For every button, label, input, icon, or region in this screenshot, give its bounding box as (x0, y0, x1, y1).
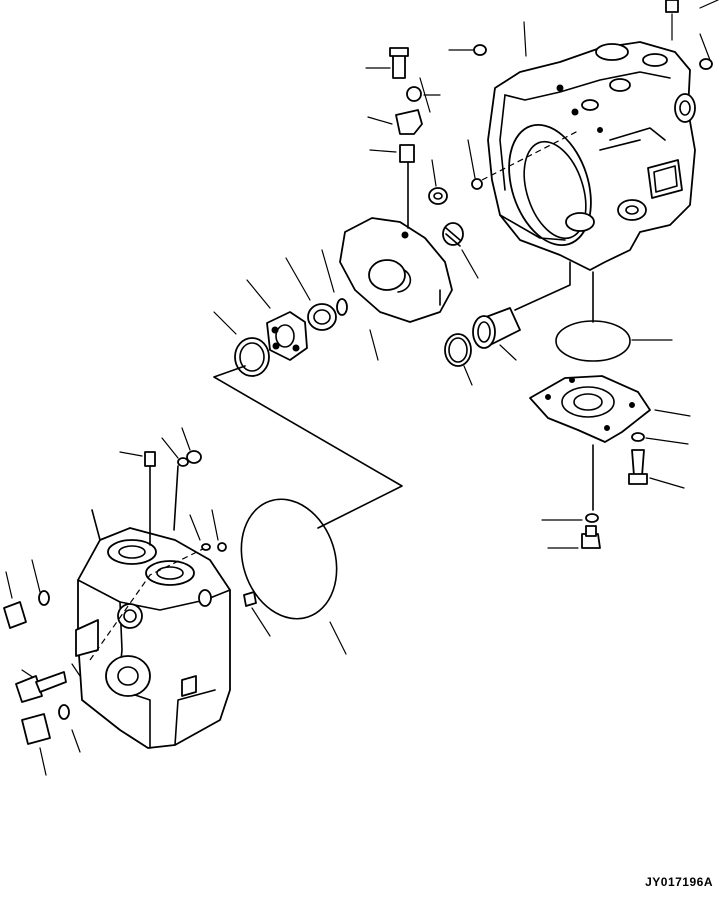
sleeve-set (444, 261, 571, 386)
assembly-line (213, 365, 403, 529)
valve-plate (339, 217, 453, 361)
end-housing-fasteners (3, 427, 271, 776)
plate-plugs (428, 159, 479, 279)
end-housing (75, 509, 231, 749)
housing-o-ring (240, 498, 347, 655)
cover-plate (529, 375, 691, 549)
case-fasteners (448, 0, 719, 190)
pump-case (487, 41, 696, 271)
bearing-set (213, 249, 348, 377)
case-o-ring (555, 271, 673, 362)
drawing-code: JY017196A (645, 875, 713, 889)
control-fittings (365, 47, 441, 229)
